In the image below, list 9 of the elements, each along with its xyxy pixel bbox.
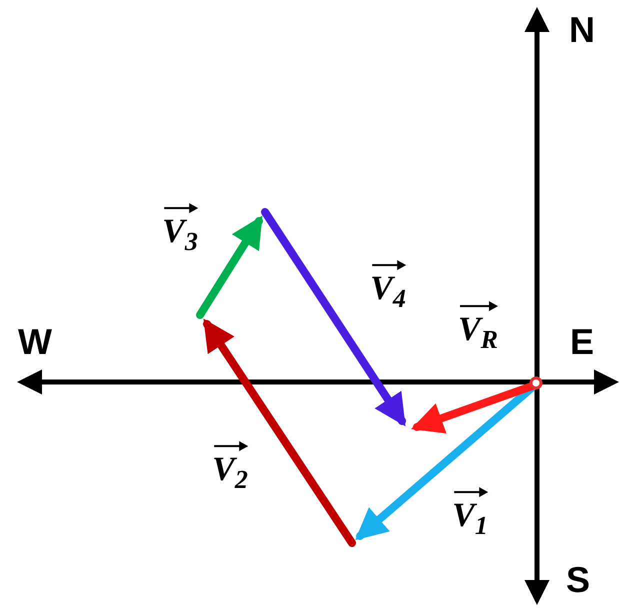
compass-direction-label: E [570, 324, 594, 360]
compass-direction-label: W [18, 324, 52, 360]
vector-label: V$_{3}$ [162, 201, 198, 255]
vector-label: V$_{1}$ [452, 485, 488, 539]
compass-direction-label: S [566, 562, 590, 598]
compass-direction-label: N [569, 12, 595, 48]
vector-label: V$_{4}$ [370, 258, 406, 312]
vector-label: V$_{R}$ [458, 299, 498, 353]
vector-label: V$_{2}$ [212, 439, 248, 493]
